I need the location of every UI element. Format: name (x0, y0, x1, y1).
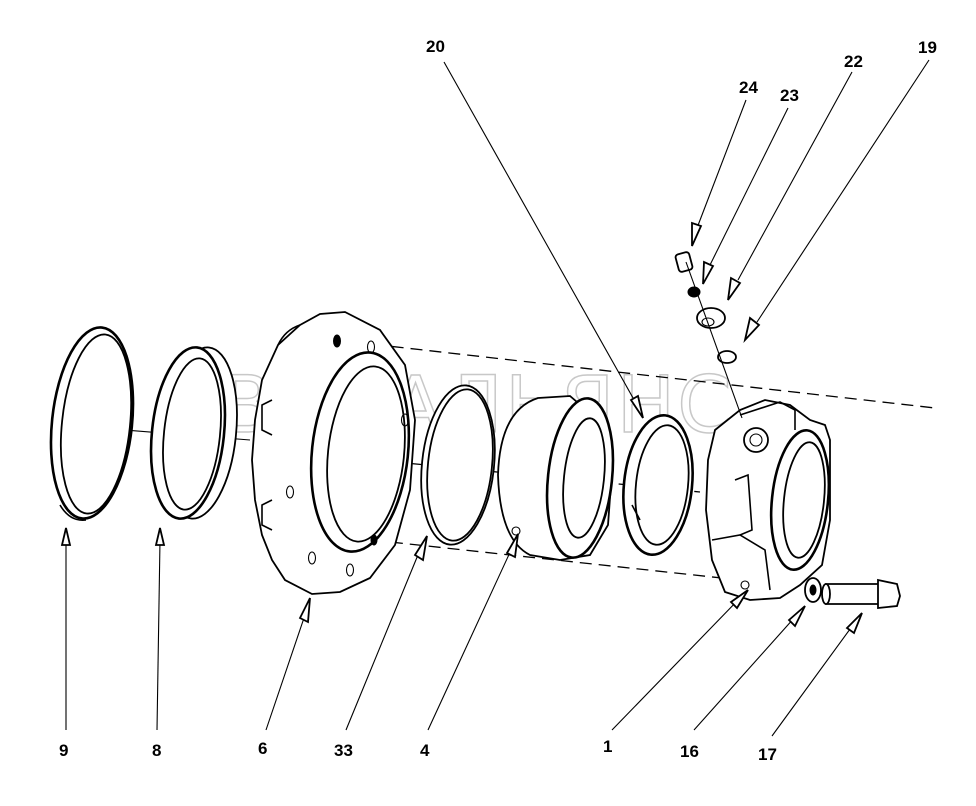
part-33-o-ring (420, 384, 496, 546)
label-24: 24 (739, 78, 758, 97)
label-20: 20 (426, 37, 445, 56)
label-9: 9 (59, 741, 68, 760)
part-20-split-ring (622, 413, 694, 557)
label-16: 16 (680, 742, 699, 761)
label-8: 8 (152, 741, 161, 760)
part-4-bearing-sleeve (497, 395, 615, 561)
label-19: 19 (918, 38, 937, 57)
label-1: 1 (603, 737, 612, 756)
part-8-bearing-cup (149, 346, 238, 520)
part-labels: 9 8 6 33 4 1 16 17 20 24 23 22 19 (59, 37, 937, 764)
label-23: 23 (780, 86, 799, 105)
part-19-small-o-ring (717, 350, 737, 364)
label-33: 33 (334, 741, 353, 760)
part-1-main-housing (705, 399, 831, 601)
part-24-plug (674, 251, 694, 273)
label-6: 6 (258, 739, 267, 758)
part-6-flange-housing (251, 311, 416, 595)
label-4: 4 (420, 741, 430, 760)
label-17: 17 (758, 745, 777, 764)
leader-lines (60, 59, 930, 737)
part-23-ball (687, 286, 701, 298)
part-22-disc (696, 307, 726, 329)
part-9-seal-ring (49, 326, 135, 522)
label-22: 22 (844, 52, 863, 71)
part-16-washer (804, 577, 822, 603)
part-17-bolt (821, 578, 901, 609)
small-parts-axis-line (685, 261, 743, 419)
